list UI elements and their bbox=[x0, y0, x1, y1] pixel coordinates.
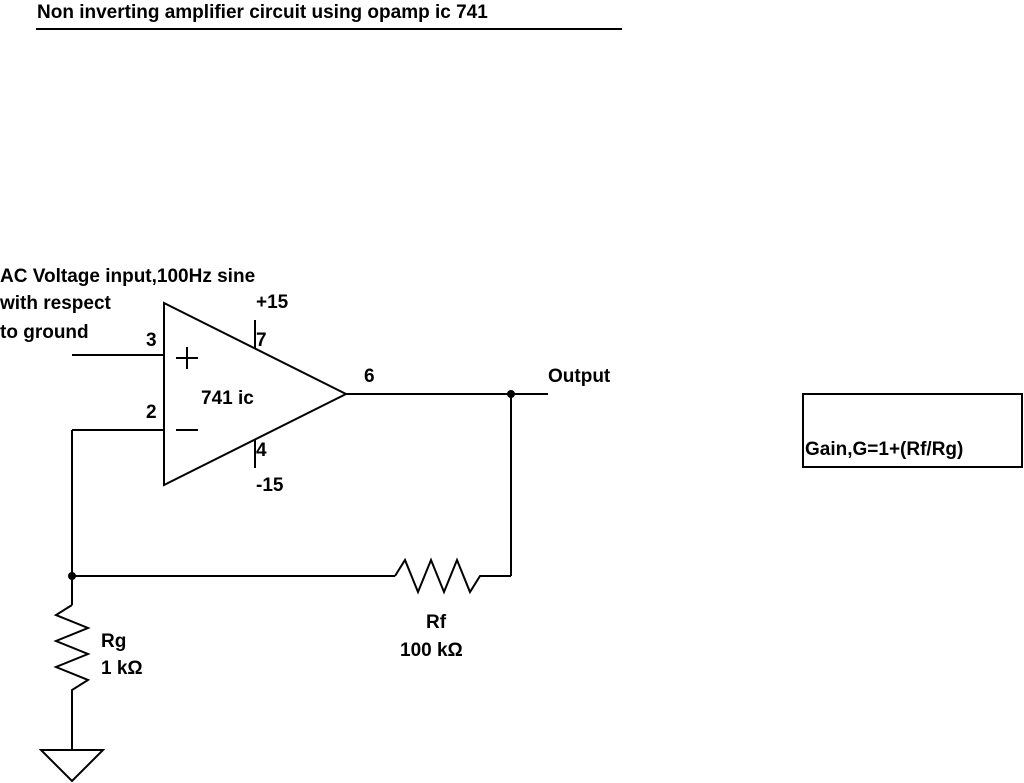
rg-value: 1 kΩ bbox=[101, 658, 143, 679]
rf-value: 100 kΩ bbox=[400, 640, 463, 661]
diagram-title: Non inverting amplifier circuit using op… bbox=[37, 2, 488, 23]
gain-formula-box bbox=[802, 393, 1023, 468]
pin-2-label: 2 bbox=[146, 402, 157, 423]
input-label-line2: with respect bbox=[0, 293, 112, 314]
output-label: Output bbox=[548, 366, 611, 387]
supply-negative: -15 bbox=[256, 475, 284, 496]
ground-symbol bbox=[38, 749, 106, 783]
opamp-name: 741 ic bbox=[201, 388, 254, 409]
gain-formula: Gain,G=1+(Rf/Rg) bbox=[805, 439, 963, 460]
rg-resistor bbox=[53, 604, 91, 750]
rf-resistor bbox=[394, 557, 511, 595]
pin-6-label: 6 bbox=[364, 366, 375, 387]
input-label-line3: to ground bbox=[0, 322, 89, 343]
pin-7-label: 7 bbox=[256, 330, 267, 351]
pin-3-label: 3 bbox=[146, 330, 157, 351]
feedback-junction-dot bbox=[68, 572, 76, 580]
rf-name: Rf bbox=[426, 612, 447, 633]
pin-4-label: 4 bbox=[256, 440, 267, 461]
supply-positive: +15 bbox=[256, 292, 289, 313]
rg-name: Rg bbox=[101, 631, 126, 652]
input-label-line1: AC Voltage input,100Hz sine bbox=[0, 266, 255, 287]
